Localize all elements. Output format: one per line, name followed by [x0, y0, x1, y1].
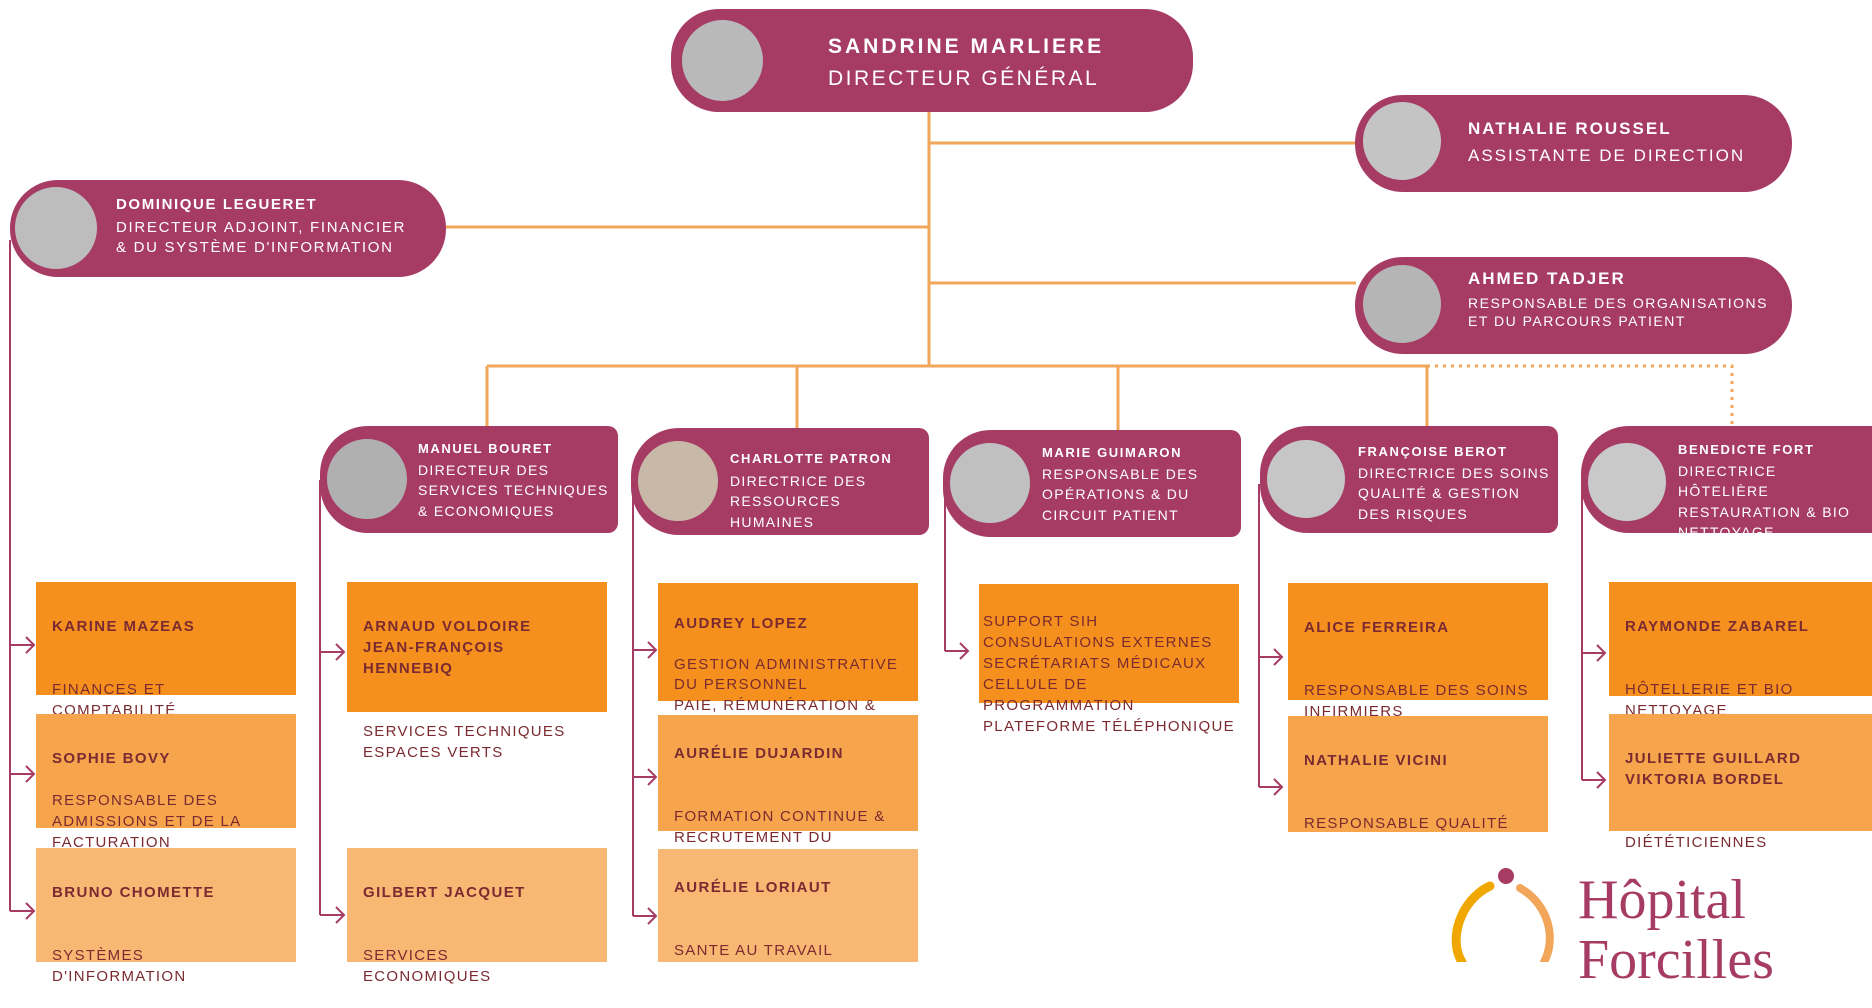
karine-name: KARINE MAZEAS [52, 618, 196, 635]
arrow-juliette [1582, 771, 1607, 789]
director-card: SANDRINE MARLIERE DIRECTEUR GÉNÉRAL [671, 9, 1193, 112]
juliette-name: JULIETTE GUILLARD VIKTORIA BORDEL [1625, 750, 1802, 788]
connector-fort-dotted [1427, 364, 1734, 426]
juliette-role: DIÉTÉTICIENNES [1625, 834, 1768, 851]
director-name: SANDRINE MARLIERE [828, 35, 1105, 58]
adjoint-role: DIRECTEUR ADJOINT, FINANCIER & DU SYSTÈM… [116, 219, 407, 256]
patron-name: CHARLOTTE PATRON [730, 451, 893, 466]
logo-mark-icon [1451, 868, 1554, 967]
arrow-karine [10, 636, 36, 654]
fort-name: BENEDICTE FORT [1678, 442, 1815, 457]
gilbert-role: SERVICES ECONOMIQUES [363, 947, 492, 985]
team-box-nathalie-vicini: NATHALIE VICINI RESPONSABLE QUALITÉ [1288, 716, 1548, 832]
patron-photo [635, 438, 721, 524]
team-box-sophie: SOPHIE BOVY RESPONSABLE DES ADMISSIONS E… [36, 714, 296, 851]
alice-role: RESPONSABLE DES SOINS INFIRMIERS [1304, 682, 1529, 720]
org-connectors [9, 112, 1734, 925]
arrow-alice [1259, 648, 1284, 666]
arrow-arnaud [320, 643, 346, 661]
nathalie-vicini-role: RESPONSABLE QUALITÉ [1304, 815, 1509, 832]
guimaron-services: SUPPORT SIH CONSULATIONS EXTERNES SECRÉT… [983, 613, 1235, 735]
organisation-card: AHMED TADJER RESPONSABLE DES ORGANISATIO… [1355, 257, 1792, 354]
manager-card-patron: CHARLOTTE PATRON DIRECTRICE DES RESSOURC… [631, 428, 929, 535]
assistant-photo [1360, 99, 1444, 183]
logo-line-2: Forcilles [1578, 929, 1774, 991]
director-photo [679, 17, 766, 104]
team-box-bruno: BRUNO CHOMETTE SYSTÈMES D'INFORMATION [36, 848, 296, 985]
organisation-role: RESPONSABLE DES ORGANISATIONS ET DU PARC… [1468, 295, 1768, 330]
logo-line-1: Hôpital [1578, 869, 1746, 931]
arrow-bruno [10, 902, 36, 920]
team-box-alice: ALICE FERREIRA RESPONSABLE DES SOINS INF… [1288, 583, 1548, 720]
manager-card-guimaron: MARIE GUIMARON RESPONSABLE DES OPÉRATION… [943, 430, 1241, 537]
arrow-raymonde [1582, 644, 1607, 662]
bruno-name: BRUNO CHOMETTE [52, 884, 215, 901]
bouret-name: MANUEL BOURET [418, 441, 553, 456]
arrow-audrey [633, 641, 658, 659]
guimaron-photo [947, 440, 1033, 526]
guimaron-role: RESPONSABLE DES OPÉRATIONS & DU CIRCUIT … [1042, 466, 1199, 523]
aurelie-dujardin-name: AURÉLIE DUJARDIN [674, 745, 844, 762]
bouret-photo [324, 436, 410, 522]
raymonde-name: RAYMONDE ZABAREL [1625, 618, 1810, 635]
arrow-nathalie-v [1259, 778, 1284, 796]
organisation-name: AHMED TADJER [1468, 269, 1626, 288]
team-box-guimaron: SUPPORT SIH CONSULATIONS EXTERNES SECRÉT… [979, 584, 1239, 735]
guimaron-name: MARIE GUIMARON [1042, 445, 1183, 460]
patron-role: DIRECTRICE DES RESSOURCES HUMAINES [730, 473, 867, 530]
manager-card-fort: BENEDICTE FORT DIRECTRICE HÔTELIÈRE REST… [1581, 426, 1872, 540]
audrey-name: AUDREY LOPEZ [674, 615, 809, 632]
director-role: DIRECTEUR GÉNÉRAL [828, 67, 1100, 90]
aurelie-loriaut-role: SANTE AU TRAVAIL [674, 942, 834, 959]
team-box-raymonde: RAYMONDE ZABAREL HÔTELLERIE ET BIO NETTO… [1609, 582, 1872, 719]
berot-photo [1264, 437, 1348, 521]
team-box-gilbert: GILBERT JACQUET SERVICES ECONOMIQUES [347, 848, 607, 985]
adjoint-name: DOMINIQUE LEGUERET [116, 196, 318, 213]
raymonde-role: HÔTELLERIE ET BIO NETTOYAGE [1625, 681, 1794, 719]
gilbert-name: GILBERT JACQUET [363, 884, 526, 901]
assistant-card: NATHALIE ROUSSEL ASSISTANTE DE DIRECTION [1355, 95, 1792, 192]
fort-role: DIRECTRICE HÔTELIÈRE RESTAURATION & BIO … [1678, 463, 1851, 540]
berot-role: DIRECTRICE DES SOINS QUALITÉ & GESTION D… [1358, 465, 1550, 522]
karine-role: FINANCES ET COMPTABILITÉ [52, 681, 177, 719]
team-box-aurelie-dujardin: AURÉLIE DUJARDIN FORMATION CONTINUE & RE… [658, 715, 918, 867]
arrow-sophie [10, 765, 36, 783]
fort-photo [1585, 440, 1669, 524]
team-box-juliette: JULIETTE GUILLARD VIKTORIA BORDEL DIÉTÉT… [1609, 714, 1872, 851]
aurelie-loriaut-name: AURÉLIE LORIAUT [674, 879, 832, 896]
manager-card-berot: FRANÇOISE BEROT DIRECTRICE DES SOINS QUA… [1260, 426, 1558, 533]
bruno-role: SYSTÈMES D'INFORMATION [52, 947, 187, 985]
team-box-karine: KARINE MAZEAS FINANCES ET COMPTABILITÉ [36, 582, 296, 719]
nathalie-vicini-name: NATHALIE VICINI [1304, 752, 1449, 769]
arrow-aurelie-d [633, 768, 658, 786]
arrow-aurelie-l [633, 907, 658, 925]
arnaud-name: ARNAUD VOLDOIRE JEAN-FRANÇOIS HENNEBIQ [363, 618, 532, 677]
arrow-gilbert [320, 906, 346, 924]
sophie-name: SOPHIE BOVY [52, 750, 171, 767]
manager-card-bouret: MANUEL BOURET DIRECTEUR DES SERVICES TEC… [320, 426, 618, 533]
adjoint-photo [12, 184, 100, 272]
alice-name: ALICE FERREIRA [1304, 619, 1450, 636]
arnaud-role: SERVICES TECHNIQUES ESPACES VERTS [363, 723, 566, 761]
hospital-logo: Hôpital Forcilles [1440, 860, 1872, 988]
bouret-role: DIRECTEUR DES SERVICES TECHNIQUES & ECON… [418, 462, 609, 519]
assistant-name: NATHALIE ROUSSEL [1468, 119, 1672, 138]
berot-name: FRANÇOISE BEROT [1358, 444, 1508, 459]
team-box-arnaud: ARNAUD VOLDOIRE JEAN-FRANÇOIS HENNEBIQ S… [347, 582, 607, 761]
team-box-aurelie-loriaut: AURÉLIE LORIAUT SANTE AU TRAVAIL [658, 849, 918, 962]
organisation-photo [1360, 262, 1444, 346]
arrow-support [945, 642, 970, 660]
sophie-role: RESPONSABLE DES ADMISSIONS ET DE LA FACT… [52, 792, 242, 851]
adjoint-card: DOMINIQUE LEGUERET DIRECTEUR ADJOINT, FI… [10, 180, 446, 277]
assistant-role: ASSISTANTE DE DIRECTION [1468, 146, 1746, 165]
team-box-audrey: AUDREY LOPEZ GESTION ADMINISTRATIVE DU P… [658, 583, 918, 734]
